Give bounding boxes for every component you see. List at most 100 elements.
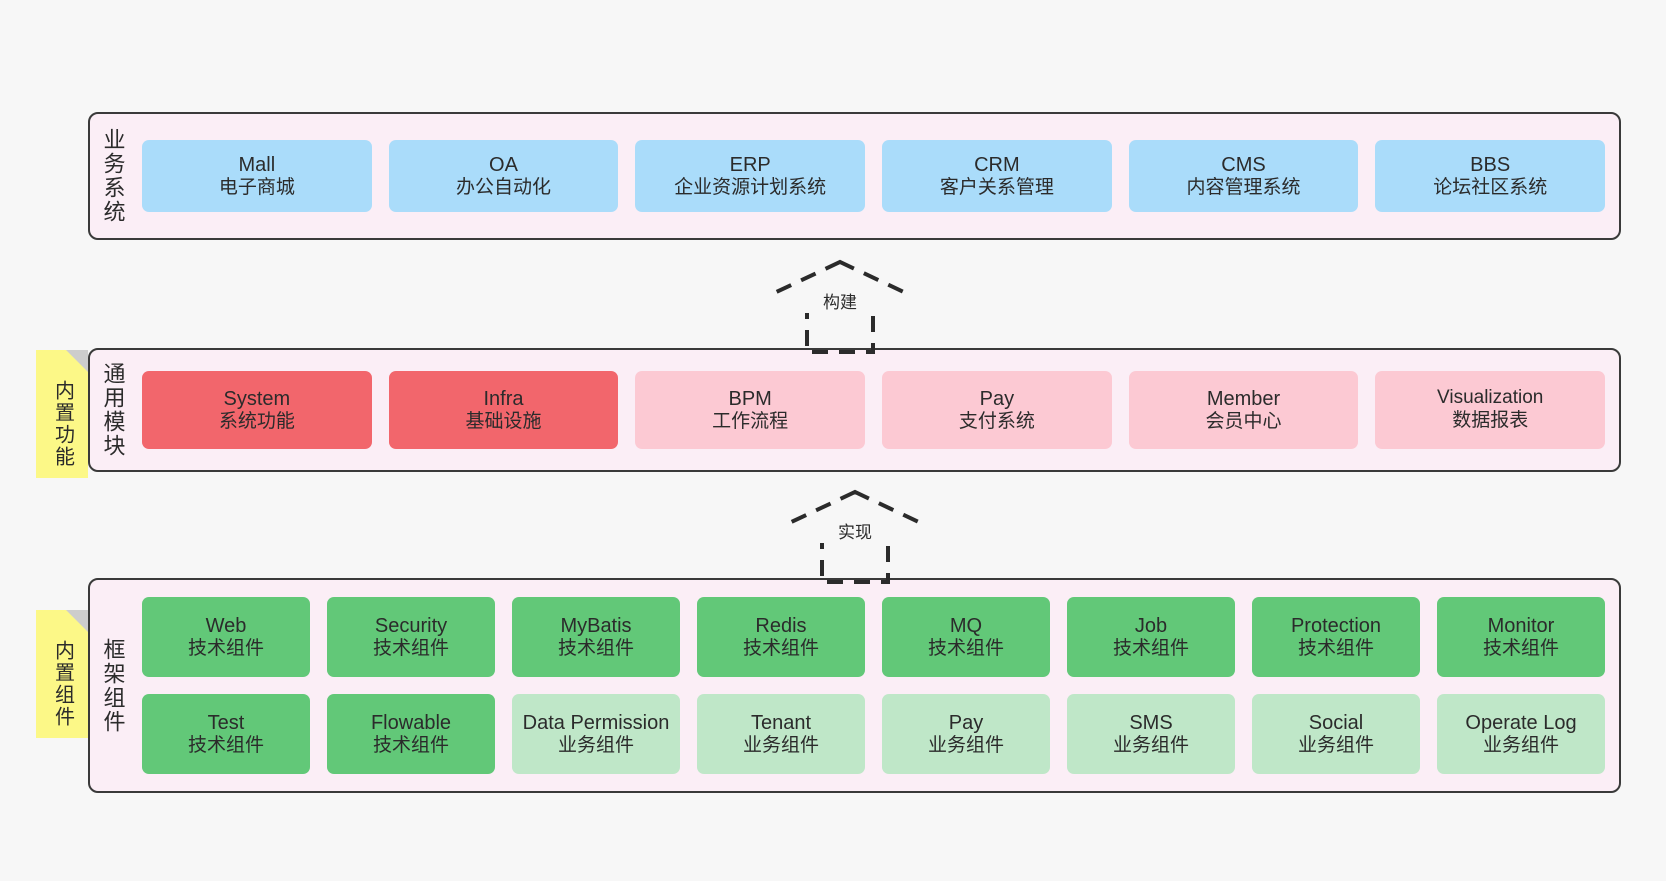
module-card-bbs[interactable]: BBS 论坛社区系统 (1375, 140, 1606, 212)
layer-framework-components: 框架组件 Web 技术组件 Security 技术组件 MyBatis 技术组件… (88, 578, 1621, 793)
component-name: Data Permission (522, 711, 670, 734)
module-subtitle: 客户关系管理 (939, 176, 1054, 198)
component-name: Social (1308, 711, 1364, 734)
component-card-mybatis[interactable]: MyBatis 技术组件 (512, 597, 680, 677)
component-card-sms[interactable]: SMS 业务组件 (1067, 694, 1235, 774)
module-subtitle: 基础设施 (465, 410, 542, 432)
layer-title-business-systems: 业务系统 (100, 128, 126, 224)
module-name: CMS (1221, 153, 1266, 176)
component-subtitle: 技术组件 (1482, 637, 1559, 659)
component-card-test[interactable]: Test 技术组件 (142, 694, 310, 774)
component-subtitle: 业务组件 (1112, 734, 1189, 756)
component-card-tenant[interactable]: Tenant 业务组件 (697, 694, 865, 774)
module-subtitle: 数据报表 (1452, 410, 1529, 431)
layer-body-common-modules: System 系统功能 Infra 基础设施 BPM 工作流程 Pay 支付系统… (136, 350, 1619, 470)
component-card-security[interactable]: Security 技术组件 (327, 597, 495, 677)
component-name: Monitor (1487, 614, 1555, 637)
component-subtitle: 技术组件 (187, 734, 264, 756)
module-card-visualization[interactable]: Visualization 数据报表 (1375, 371, 1606, 449)
arrow-label-realize: 实现 (760, 523, 950, 543)
module-name: BPM (728, 387, 772, 410)
component-name: MQ (949, 614, 983, 637)
component-subtitle: 业务组件 (1482, 734, 1559, 756)
component-card-data-permission[interactable]: Data Permission 业务组件 (512, 694, 680, 774)
sticky-note-label: 内置功能 (51, 380, 74, 468)
component-subtitle: 业务组件 (557, 734, 634, 756)
module-name: OA (489, 153, 518, 176)
module-subtitle: 企业资源计划系统 (674, 176, 827, 198)
component-card-job[interactable]: Job 技术组件 (1067, 597, 1235, 677)
component-name: Job (1134, 614, 1168, 637)
component-card-mq[interactable]: MQ 技术组件 (882, 597, 1050, 677)
module-card-system[interactable]: System 系统功能 (142, 371, 372, 449)
row: Test 技术组件 Flowable 技术组件 Data Permission … (142, 694, 1605, 774)
module-subtitle: 论坛社区系统 (1433, 176, 1548, 198)
component-subtitle: 业务组件 (927, 734, 1004, 756)
component-card-pay[interactable]: Pay 业务组件 (882, 694, 1050, 774)
sticky-note-builtin-components: 内置组件 (36, 610, 88, 738)
module-name: BBS (1470, 153, 1511, 176)
component-name: Redis (755, 614, 807, 637)
row: System 系统功能 Infra 基础设施 BPM 工作流程 Pay 支付系统… (142, 371, 1606, 449)
component-name: Pay (948, 711, 984, 734)
module-card-pay[interactable]: Pay 支付系统 (882, 371, 1112, 449)
component-name: SMS (1129, 711, 1173, 734)
module-name: Member (1206, 387, 1281, 410)
module-name: Infra (483, 387, 524, 410)
component-subtitle: 技术组件 (187, 637, 264, 659)
layer-business-systems: 业务系统 Mall 电子商城 OA 办公自动化 ERP 企业资源计划系统 CRM… (88, 112, 1621, 240)
component-card-redis[interactable]: Redis 技术组件 (697, 597, 865, 677)
component-subtitle: 技术组件 (372, 637, 449, 659)
module-subtitle: 会员中心 (1205, 410, 1282, 432)
component-card-protection[interactable]: Protection 技术组件 (1252, 597, 1420, 677)
component-subtitle: 技术组件 (742, 637, 819, 659)
component-subtitle: 业务组件 (1297, 734, 1374, 756)
component-card-web[interactable]: Web 技术组件 (142, 597, 310, 677)
layer-body-framework-components: Web 技术组件 Security 技术组件 MyBatis 技术组件 Redi… (136, 580, 1619, 791)
dashed-generalization-arrow-icon (767, 489, 943, 584)
component-name: Tenant (750, 711, 812, 734)
module-name: Pay (979, 387, 1015, 410)
module-card-infra[interactable]: Infra 基础设施 (388, 371, 619, 449)
component-card-flowable[interactable]: Flowable 技术组件 (327, 694, 495, 774)
layer-body-business-systems: Mall 电子商城 OA 办公自动化 ERP 企业资源计划系统 CRM 客户关系… (136, 114, 1619, 238)
module-subtitle: 电子商城 (218, 176, 295, 198)
arrow-build: 构建 (745, 256, 935, 354)
component-card-monitor[interactable]: Monitor 技术组件 (1437, 597, 1605, 677)
module-card-member[interactable]: Member 会员中心 (1128, 371, 1359, 449)
module-card-erp[interactable]: ERP 企业资源计划系统 (635, 140, 866, 212)
component-name: Operate Log (1465, 711, 1577, 734)
module-card-crm[interactable]: CRM 客户关系管理 (882, 140, 1112, 212)
row: Web 技术组件 Security 技术组件 MyBatis 技术组件 Redi… (142, 597, 1605, 677)
arrow-realize: 实现 (760, 486, 950, 584)
component-subtitle: 技术组件 (1112, 637, 1189, 659)
module-card-bpm[interactable]: BPM 工作流程 (635, 371, 866, 449)
layer-title-framework-components: 框架组件 (100, 637, 126, 734)
module-card-cms[interactable]: CMS 内容管理系统 (1128, 140, 1359, 212)
layer-common-modules: 通用模块 System 系统功能 Infra 基础设施 BPM 工作流程 Pay… (88, 348, 1621, 472)
layer-title-common-modules: 通用模块 (100, 362, 126, 458)
folded-corner-icon (66, 350, 88, 372)
module-subtitle: 系统功能 (218, 410, 295, 432)
component-card-operate-log[interactable]: Operate Log 业务组件 (1437, 694, 1605, 774)
module-card-oa[interactable]: OA 办公自动化 (388, 140, 619, 212)
component-name: Security (374, 614, 448, 637)
component-subtitle: 技术组件 (372, 734, 449, 756)
component-name: Web (205, 614, 247, 637)
module-name: Visualization (1437, 387, 1544, 409)
sticky-note-builtin-features: 内置功能 (36, 350, 88, 478)
component-name: MyBatis (560, 614, 632, 637)
module-name: System (223, 387, 291, 410)
module-subtitle: 工作流程 (712, 410, 789, 432)
folded-corner-icon (66, 610, 88, 632)
component-subtitle: 技术组件 (557, 637, 634, 659)
component-name: Flowable (370, 711, 452, 734)
component-subtitle: 技术组件 (927, 637, 1004, 659)
dashed-generalization-arrow-icon (752, 259, 928, 354)
arrow-label-build: 构建 (745, 293, 935, 313)
sticky-note-label: 内置组件 (51, 640, 74, 728)
module-subtitle: 支付系统 (958, 410, 1035, 432)
module-card-mall[interactable]: Mall 电子商城 (142, 140, 372, 212)
module-subtitle: 内容管理系统 (1186, 176, 1301, 198)
component-card-social[interactable]: Social 业务组件 (1252, 694, 1420, 774)
